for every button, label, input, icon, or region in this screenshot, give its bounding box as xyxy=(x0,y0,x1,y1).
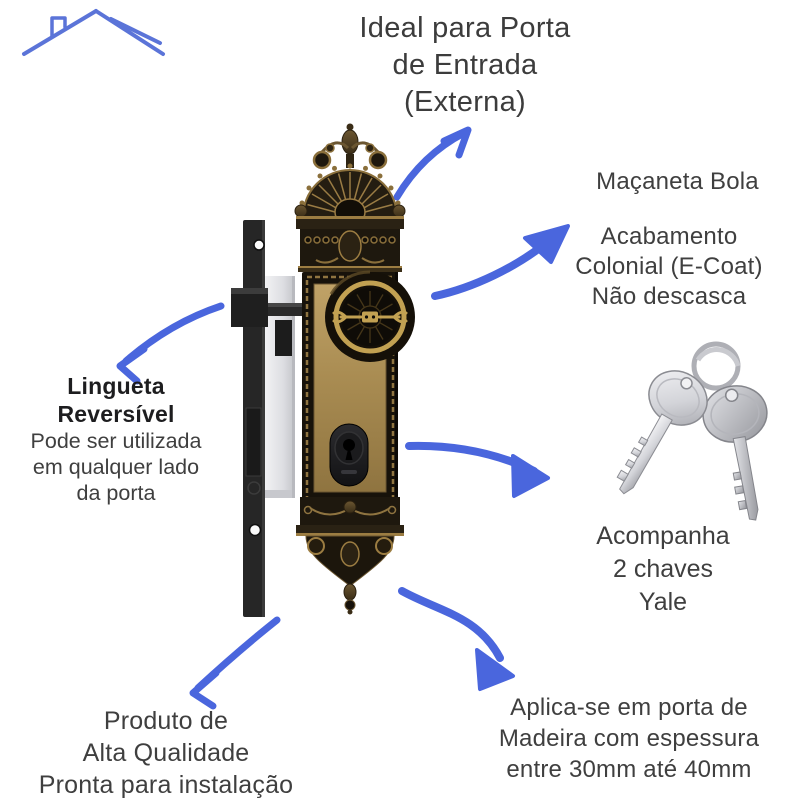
page-title: Ideal para Porta de Entrada (Externa) xyxy=(270,10,660,121)
door-lock-product-image xyxy=(231,123,415,617)
title-line: de Entrada xyxy=(392,49,538,81)
mortise-faceplate xyxy=(243,220,265,617)
callout-aplicacao: Aplica-se em porta de Madeira com espess… xyxy=(458,692,800,785)
callout-line: 2 chaves xyxy=(612,555,714,583)
knob-fleur-motif xyxy=(332,304,408,330)
callout-line-bold: Lingueta xyxy=(67,373,165,399)
callout-line: Produto de xyxy=(103,707,229,735)
callout-line: Yale xyxy=(638,588,688,616)
title-line: (Externa) xyxy=(404,86,526,118)
keys-photo xyxy=(616,341,768,521)
callout-line: Acabamento xyxy=(600,223,738,250)
key-ring-front xyxy=(695,347,741,367)
callout-line: Madeira com espessura xyxy=(498,725,760,752)
callout-line: Alta Qualidade xyxy=(82,739,250,767)
callout-macaneta-bola: Maçaneta Bola xyxy=(555,167,800,197)
frieze-beads xyxy=(304,236,396,244)
callout-line: entre 30mm até 40mm xyxy=(506,756,752,783)
arch-beads xyxy=(299,163,401,206)
callout-line: Aplica-se em porta de xyxy=(510,694,748,721)
callout-line: da porta xyxy=(76,481,156,505)
callout-chaves: Acompanha 2 chaves Yale xyxy=(563,520,763,619)
callout-line: Pode ser utilizada xyxy=(30,429,202,453)
ball-knob xyxy=(325,270,415,362)
key-cylinder xyxy=(329,423,369,487)
callout-line: Acompanha xyxy=(596,522,730,550)
key-left xyxy=(616,370,708,495)
callout-line: Pronta para instalação xyxy=(38,771,294,799)
title-line: Ideal para Porta xyxy=(359,12,571,44)
callout-line: Maçaneta Bola xyxy=(596,168,759,195)
arrow-to-lingueta-icon xyxy=(116,302,225,385)
callout-lingueta: Lingueta Reversível Pode ser utilizada e… xyxy=(6,372,226,506)
callout-acabamento: Acabamento Colonial (E-Coat) Não descasc… xyxy=(538,222,800,312)
callout-line: Colonial (E-Coat) xyxy=(575,253,763,280)
house-roof-icon xyxy=(22,9,165,56)
callout-line: Não descasca xyxy=(591,283,747,310)
callout-line-bold: Reversível xyxy=(57,401,175,427)
latch-bolt xyxy=(231,288,302,356)
callout-qualidade: Produto de Alta Qualidade Pronta para in… xyxy=(0,705,332,800)
escutcheon-plate xyxy=(294,123,406,615)
key-right xyxy=(702,385,768,521)
callout-line: em qualquer lado xyxy=(32,455,200,479)
